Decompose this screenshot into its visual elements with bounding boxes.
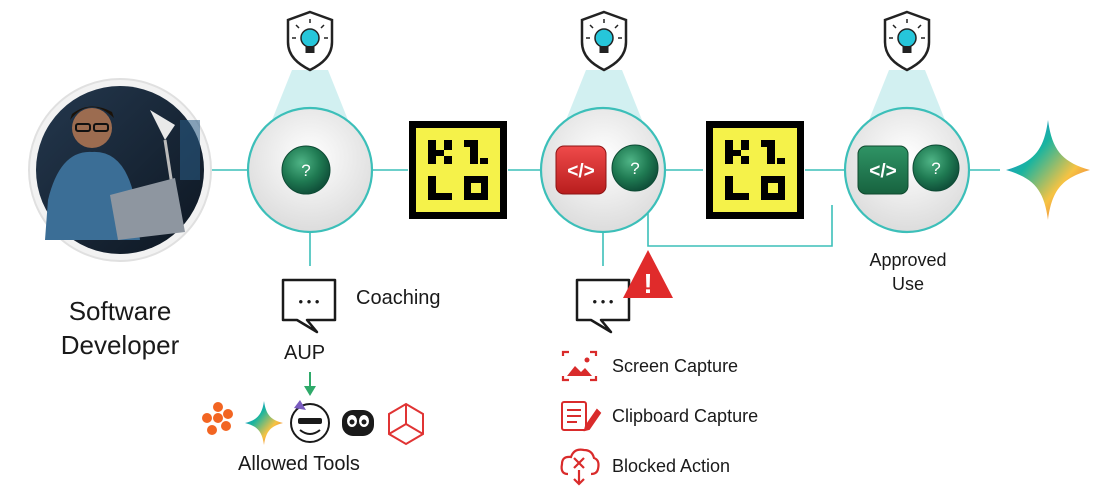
shield-bulb-icon: [883, 10, 931, 72]
mascot-tool-icon: [290, 400, 330, 443]
svg-text:!: !: [643, 268, 652, 299]
screen-capture-label: Screen Capture: [612, 356, 739, 376]
sunburst-tool-icon: [202, 402, 233, 435]
clipboard-capture-label: Clipboard Capture: [612, 406, 759, 426]
aup-label: AUP: [284, 342, 326, 364]
coaching-label: Coaching: [356, 287, 441, 309]
approved-line2: Use: [891, 274, 924, 294]
actor-line1: Software: [68, 296, 172, 326]
connector-lines: [210, 169, 1000, 266]
allowed-tools-label: Allowed Tools: [238, 453, 360, 475]
gemini-tool-icon: [245, 401, 283, 445]
developer-avatar: [28, 78, 212, 262]
actor-label: Software Developer: [40, 294, 200, 362]
clipboard-capture-icon: [561, 401, 602, 432]
aup-arrow: [304, 372, 316, 396]
code-icon-red: </>: [567, 161, 594, 182]
approved-use-label: Approved Use: [848, 248, 968, 296]
svg-text:• • •: • • •: [299, 294, 320, 309]
warning-icon: !: [623, 250, 673, 299]
approved-line1: Approved: [869, 250, 947, 270]
hub-coaching: ?: [246, 106, 374, 234]
chat-bubble-icon: • • •: [575, 278, 631, 334]
allowed-tools-icons: [202, 400, 424, 446]
screen-capture-icon: [561, 350, 598, 382]
blocked-action-icon: [560, 448, 600, 486]
robot-tool-icon: [342, 410, 374, 436]
hub-blocked: </> ?: [539, 106, 667, 234]
svg-text:• • •: • • •: [593, 294, 614, 309]
code-icon-green: </>: [869, 161, 896, 182]
question-mark: ?: [630, 159, 639, 178]
question-mark: ?: [301, 161, 310, 180]
chat-bubble-icon: • • •: [281, 278, 337, 334]
gemini-star-icon: [1006, 120, 1090, 220]
kilo-logo-icon: [409, 121, 507, 219]
cube-tool-icon: [388, 402, 424, 446]
shield-bulb-icon: [286, 10, 334, 72]
shield-bulb-icon: [580, 10, 628, 72]
blocked-action-label: Blocked Action: [612, 456, 731, 476]
actor-line2: Developer: [60, 330, 180, 360]
kilo-logo-icon: [706, 121, 804, 219]
light-beams: [272, 70, 945, 120]
question-mark: ?: [931, 159, 940, 178]
hub-approved: </> ?: [843, 106, 971, 234]
